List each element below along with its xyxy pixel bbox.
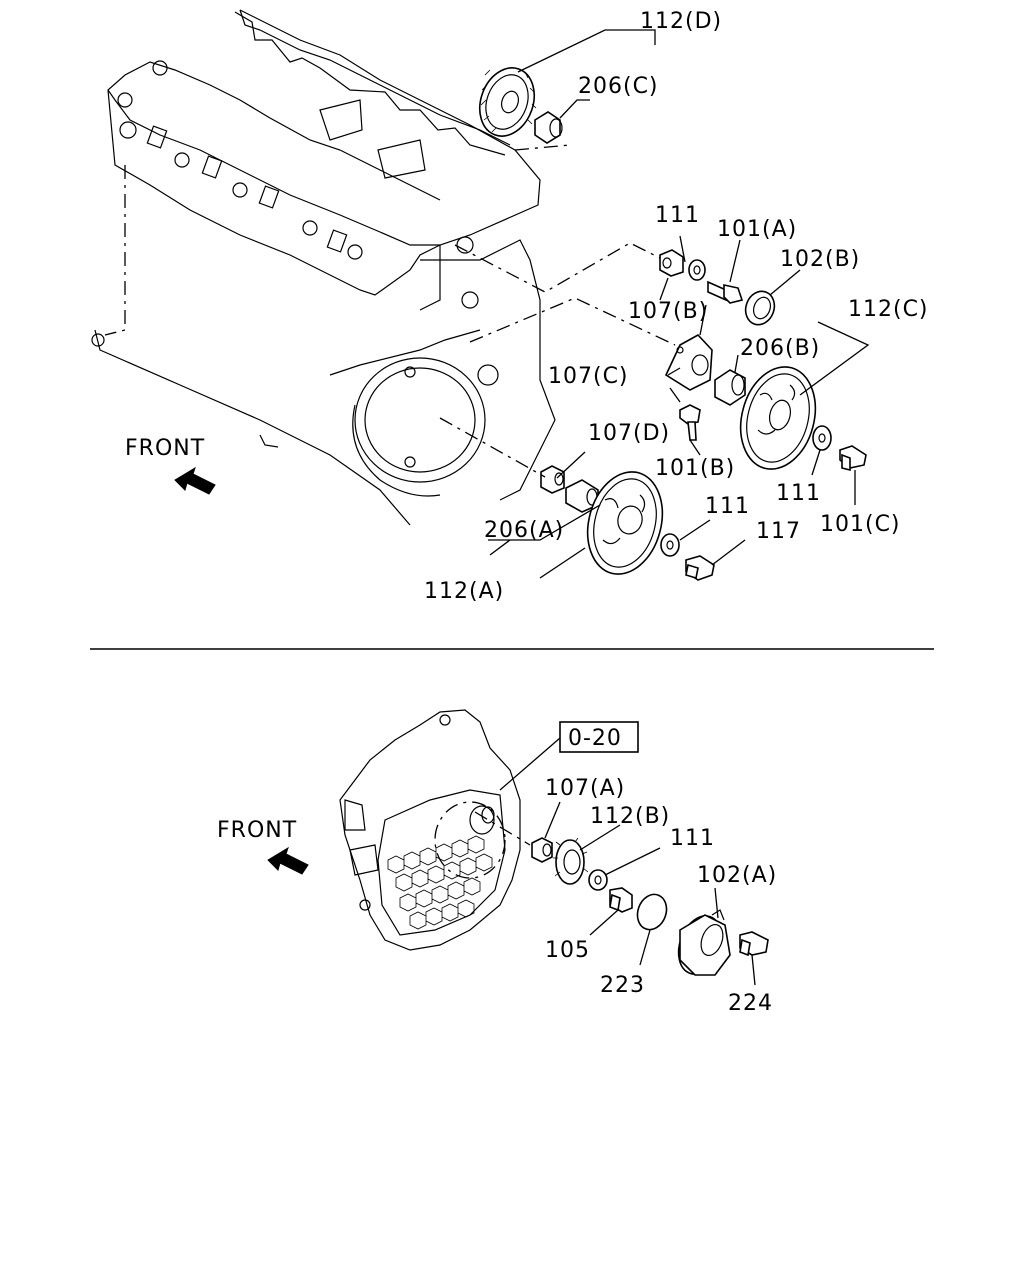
part-223-oring [636,893,668,931]
label-206A: 206(A) [484,518,564,543]
front-arrow-top: FRONT [125,436,216,495]
part-112D-camshaft-gear [478,67,537,137]
label-112B: 112(B) [590,804,670,829]
label-112D: 112(D) [640,9,722,34]
part-107B-bushing [659,249,684,277]
label-223: 223 [600,973,645,998]
label-107B: 107(B) [628,299,708,324]
part-206B-bushing [714,369,746,406]
label-107D: 107(D) [588,421,670,446]
label-111-top: 111 [655,203,700,228]
label-206B: 206(B) [740,336,820,361]
part-105-bolt [609,887,633,913]
part-101C-bolt [839,445,867,472]
part-101A-bolt [707,280,744,304]
label-102A: 102(A) [697,863,777,888]
label-112A: 112(A) [424,579,504,604]
label-102B: 102(B) [780,247,860,272]
part-112B-gear [553,837,589,885]
front-label-bottom: FRONT [217,818,297,843]
label-105: 105 [545,938,590,963]
part-107A-bushing [531,837,553,863]
label-101C: 101(C) [820,512,901,537]
reference-box-label: 0-20 [568,726,622,751]
part-111-washer-mid [812,425,832,451]
label-101B: 101(B) [655,456,735,481]
part-107D-bushing [540,465,565,494]
part-112C-idler-gear [739,366,817,470]
label-224: 224 [728,991,773,1016]
part-206C-bushing [534,111,563,144]
reference-box: 0-20 [559,721,639,753]
part-117-bolt [685,555,715,581]
part-101B-bolt [679,404,701,441]
engine-block-drawing [91,9,556,526]
part-111-washer-bottom [660,533,680,557]
part-112A-crankshaft-gear [586,471,664,575]
label-111-mid: 111 [776,481,821,506]
label-112C: 112(C) [848,297,929,322]
part-111-washer-top [688,259,706,281]
part-111-washer [588,869,608,891]
front-arrow-icon [174,466,216,495]
label-107A: 107(A) [545,776,625,801]
part-206A-bushing [565,479,599,513]
label-107C: 107(C) [548,364,629,389]
label-117: 117 [756,519,801,544]
part-107C-idler-bracket [664,333,713,391]
front-label-top: FRONT [125,436,205,461]
part-102A-cover [677,909,731,976]
part-102B-bearing [744,290,776,326]
label-101A: 101(A) [717,217,797,242]
flywheel-housing-drawing [339,709,521,951]
label-111-bottom: 111 [705,494,750,519]
label-206C: 206(C) [578,74,659,99]
label-111-bottom-section: 111 [670,826,715,851]
part-224-bolt [739,931,769,957]
front-arrow-icon-bottom [267,846,309,875]
front-arrow-bottom: FRONT [217,818,309,875]
